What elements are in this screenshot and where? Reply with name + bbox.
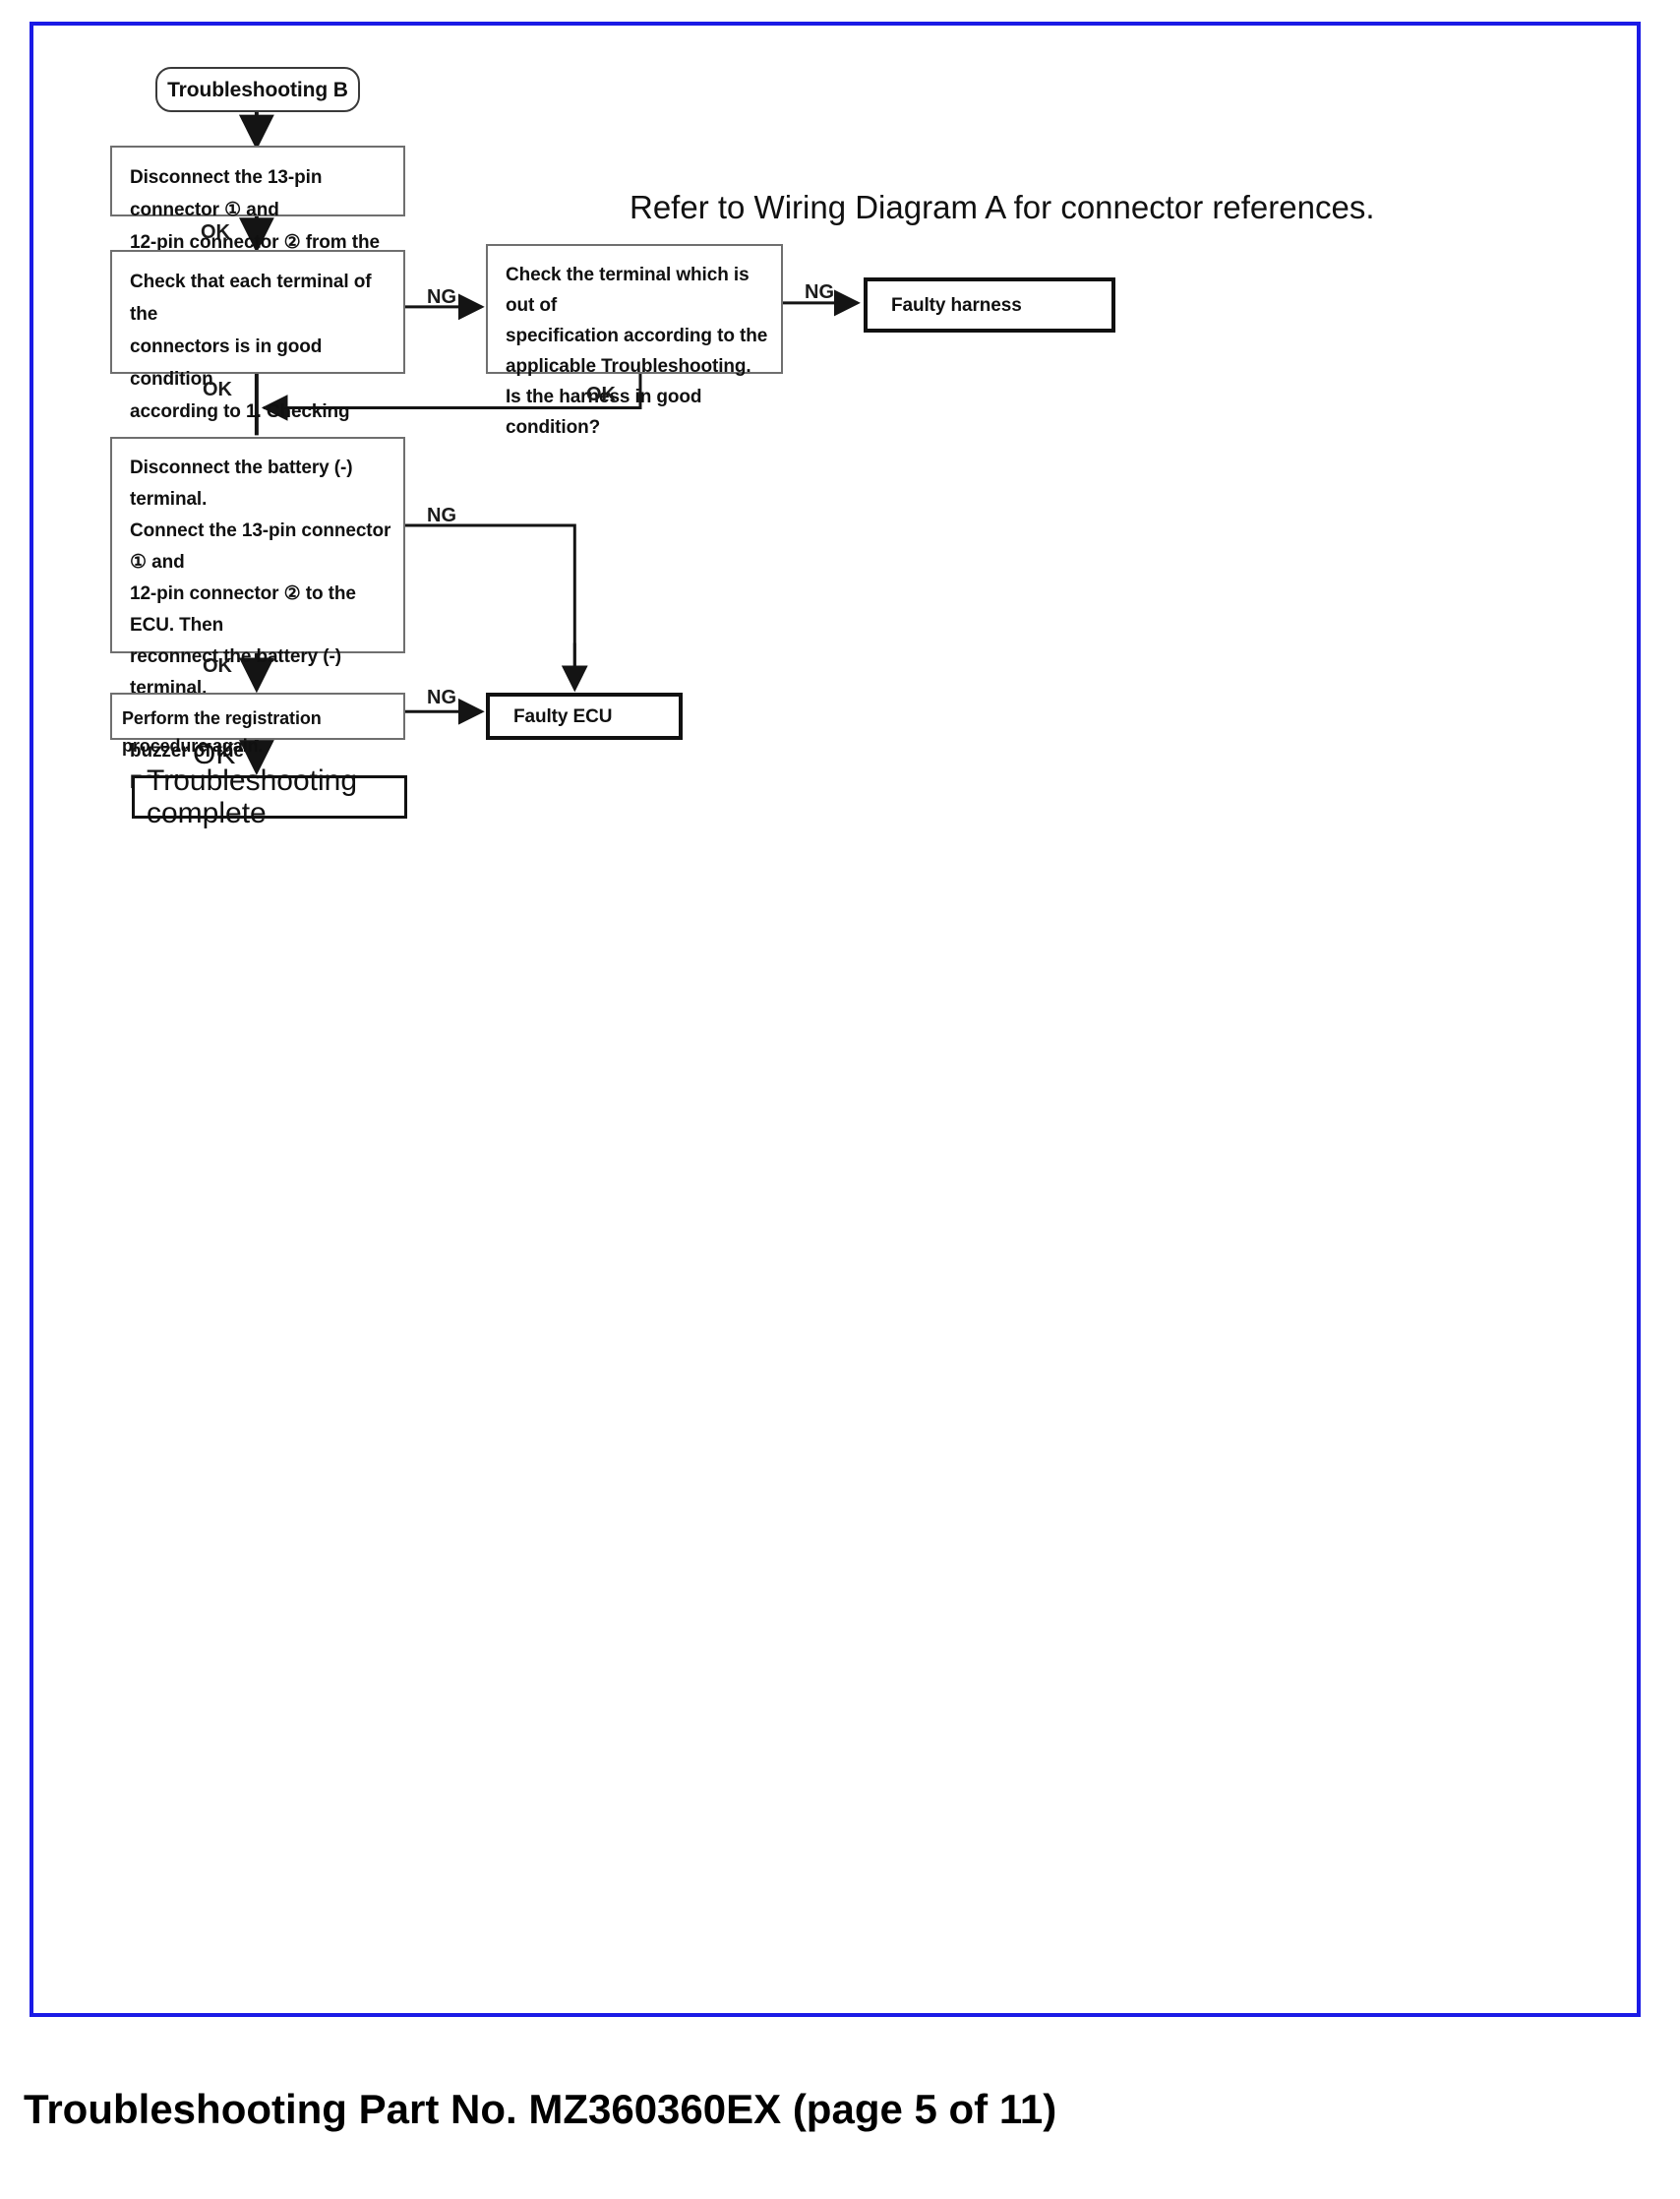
node-start-label: Troubleshooting B: [167, 78, 348, 101]
edge-outofspec-ok-path: [263, 371, 642, 409]
edge-label-ng-reconnect-battery: NG: [427, 505, 456, 526]
edge-label-ng-registration: NG: [427, 687, 456, 708]
node-troubleshooting-complete-label: Troubleshooting complete: [147, 764, 358, 829]
edge-reconnect-ng-path: [403, 523, 576, 689]
node-faulty-ecu-label: Faulty ECU: [513, 705, 613, 727]
node-check-out-of-spec[interactable]: Check the terminal which is out of speci…: [486, 244, 783, 438]
edge-label-ok-disconnect: OK: [201, 221, 230, 243]
edge-label-ok-reconnect-battery: OK: [203, 655, 232, 677]
edge-label-ng-check-terminals: NG: [427, 286, 456, 308]
edge-label-ok-registration: OK: [193, 738, 236, 770]
footer-caption: Troubleshooting Part No. MZ360360EX (pag…: [24, 2086, 1057, 2132]
node-registration-again-label: Perform the registration procedure again…: [122, 708, 322, 756]
node-start-troubleshooting-b[interactable]: Troubleshooting B: [155, 67, 360, 112]
edge-label-ok-check-terminals: OK: [203, 379, 232, 400]
node-faulty-ecu[interactable]: Faulty ECU: [486, 693, 683, 740]
flowchart-connector-layer: [238, 108, 861, 775]
edge-label-ok-out-of-spec: OK: [586, 384, 616, 405]
node-troubleshooting-complete[interactable]: Troubleshooting complete: [132, 764, 407, 829]
node-reconnect-battery[interactable]: Disconnect the battery (-) terminal. Con…: [110, 437, 405, 793]
page-border-frame: Troubleshooting B Disconnect the 13-pin …: [30, 22, 1641, 2017]
node-check-terminals[interactable]: Check that each terminal of the connecto…: [110, 250, 405, 519]
edge-label-ng-out-of-spec: NG: [805, 281, 834, 303]
node-faulty-harness[interactable]: Faulty harness: [864, 277, 1115, 333]
node-registration-again[interactable]: Perform the registration procedure again…: [110, 693, 405, 756]
node-faulty-harness-label: Faulty harness: [891, 294, 1022, 316]
node-disconnect-connectors[interactable]: Disconnect the 13-pin connector ① and 12…: [110, 146, 405, 285]
wiring-diagram-reference-note: Refer to Wiring Diagram A for connector …: [630, 189, 1375, 225]
node-check-out-of-spec-label: Check the terminal which is out of speci…: [506, 265, 768, 438]
